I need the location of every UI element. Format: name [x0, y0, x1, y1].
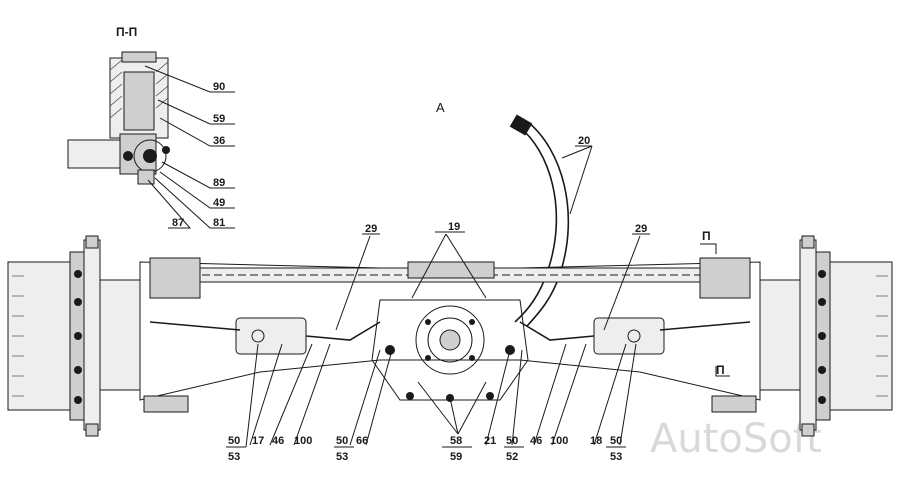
differential	[371, 261, 529, 402]
callout-50-d: 50	[610, 435, 622, 447]
left-wheel-hub	[7, 235, 141, 437]
callout-90: 90	[213, 81, 225, 93]
callout-87: 87	[172, 217, 184, 229]
hose-fitting	[509, 114, 533, 136]
callout-53-d: 53	[610, 451, 622, 463]
callout-18: 18	[590, 435, 602, 447]
section-cap	[121, 51, 157, 63]
callout-58: 58	[450, 435, 462, 447]
section-hatch	[109, 59, 169, 119]
callout-100-b: 100	[550, 435, 568, 447]
callout-46-b: 46	[530, 435, 542, 447]
callout-50-c: 50	[506, 435, 518, 447]
left-brake-chamber	[235, 317, 307, 355]
callout-50-a: 50	[228, 435, 240, 447]
callout-53-b: 53	[336, 451, 348, 463]
callout-50-b: 50	[336, 435, 348, 447]
callout-52: 52	[506, 451, 518, 463]
section-view: П-П	[67, 25, 235, 229]
callout-46-a: 46	[272, 435, 284, 447]
diff-carrier	[415, 305, 485, 375]
callout-19: 19	[448, 221, 460, 233]
callout-100-a: 100	[294, 435, 312, 447]
diff-top-cover	[407, 261, 495, 279]
view-label: А	[436, 100, 445, 115]
callout-36: 36	[213, 135, 225, 147]
section-label: П-П	[116, 25, 137, 39]
callout-49: 49	[213, 197, 225, 209]
brake-hose: 20	[509, 114, 593, 327]
callout-21: 21	[484, 435, 496, 447]
callout-89: 89	[213, 177, 225, 189]
callout-29-left: 29	[365, 223, 377, 235]
callout-53-a: 53	[228, 451, 240, 463]
right-bracket	[711, 395, 757, 413]
callout-29-right: 29	[635, 223, 647, 235]
section-leaders	[144, 65, 235, 229]
callout-81: 81	[213, 217, 225, 229]
callout-59: 59	[213, 113, 225, 125]
right-brake-chamber	[593, 317, 665, 355]
section-mark-bottom: П	[716, 363, 725, 377]
right-knuckle	[759, 279, 801, 391]
pinion-flange	[439, 329, 461, 351]
left-steering-arm	[149, 257, 201, 299]
right-steering-arm	[699, 257, 751, 299]
left-bracket	[143, 395, 189, 413]
watermark-text: AutoSoft	[650, 416, 822, 462]
callout-66: 66	[356, 435, 368, 447]
right-wheel-hub	[759, 235, 893, 437]
left-knuckle	[99, 279, 141, 391]
callout-17: 17	[252, 435, 264, 447]
section-mark-top: П	[702, 229, 711, 243]
top-leaders	[335, 231, 730, 377]
callout-20: 20	[578, 135, 590, 147]
section-shaft	[123, 71, 155, 131]
callout-59-bottom: 59	[450, 451, 462, 463]
bottom-leaders	[226, 343, 637, 448]
